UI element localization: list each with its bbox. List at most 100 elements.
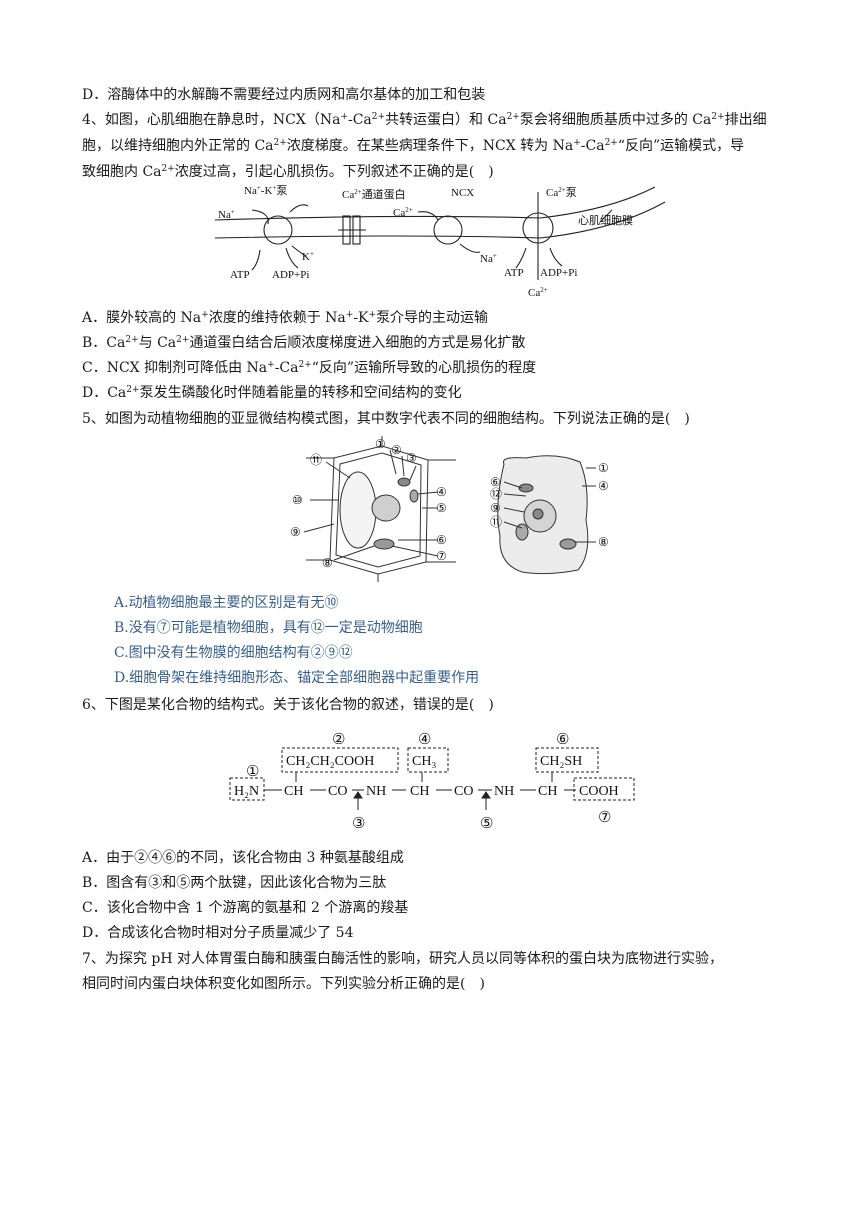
- text: 泵介导的主动运输: [376, 310, 489, 326]
- t: Na: [244, 185, 257, 197]
- r1-box: [281, 747, 399, 773]
- animal-er: [559, 538, 577, 550]
- sup: +: [201, 310, 209, 320]
- animal-label-11: ⑪: [490, 515, 502, 529]
- sup: 2+: [711, 112, 725, 122]
- sup: 2+: [604, 138, 618, 148]
- q5-option-d: D.细胞骨架在维持细胞形态、锚定全部细胞器中起重要作用: [114, 669, 479, 687]
- q5-option-c: C.图中没有生物膜的细胞结构有②⑨⑫: [114, 644, 353, 662]
- text: 5、如图为动植物细胞的亚显微结构模式图，其中数字代表不同的细胞结构。下列说法正确…: [82, 411, 690, 427]
- membrane-pointer: [599, 209, 613, 223]
- q4-stem-line2: 胞，以维持细胞内外正常的 Ca2+浓度梯度。在某些病理条件下，NCX 转为 Na…: [82, 137, 744, 155]
- t: 泵: [566, 186, 577, 199]
- label-adp-1: ADP+Pi: [272, 269, 309, 281]
- animal-label-12: ⑫: [490, 487, 502, 501]
- amide-1: NH: [366, 784, 386, 799]
- r-group-2: CH₃: [412, 754, 436, 769]
- t: 通道蛋白: [362, 187, 406, 201]
- arrowhead: [353, 791, 363, 799]
- animal-golgi: [515, 523, 529, 541]
- neighbor-walls: [306, 457, 456, 563]
- text: 浓度梯度。在某些病理条件下，NCX 转为 Na: [286, 138, 574, 154]
- leader: [503, 481, 523, 489]
- plant-label-4: ④: [436, 485, 447, 499]
- sup: +: [267, 360, 275, 370]
- t: 2+: [354, 188, 362, 196]
- label-n5: ⑤: [480, 816, 493, 832]
- text: 泵发生磷酸化时伴随着能量的转移和空间结构的变化: [139, 385, 462, 401]
- sup: 2+: [176, 335, 190, 345]
- text: B．图含有③和⑤两个肽键，因此该化合物为三肽: [82, 875, 387, 891]
- text: A.动植物细胞最主要的区别是有无⑩: [114, 595, 339, 611]
- amino-box: [229, 777, 265, 801]
- text: -Ca: [274, 360, 299, 376]
- sup: +: [368, 310, 377, 320]
- animal-cell: [497, 455, 596, 575]
- t: Na: [218, 209, 231, 221]
- label-n3: ③: [352, 816, 365, 832]
- sup: +: [573, 138, 581, 148]
- label-n7: ⑦: [598, 810, 611, 826]
- carboxyl-group: COOH: [579, 784, 619, 799]
- carbonyl-2: CO: [454, 784, 473, 799]
- plant-label-8: ⑧: [322, 556, 333, 570]
- t: Ca: [393, 207, 405, 219]
- plant-label-10: ⑩: [292, 493, 303, 507]
- plant-cell-membrane: [335, 452, 422, 568]
- text: 浓度的维持依赖于 Na: [208, 310, 346, 326]
- q7-stem-line2: 相同时间内蛋白块体积变化如图所示。下列实验分析正确的是( ): [82, 975, 485, 993]
- sup: 2+: [126, 385, 140, 395]
- r3-box: [535, 747, 599, 773]
- text: 致细胞内 Ca: [82, 164, 162, 180]
- q6-option-b: B．图含有③和⑤两个肽键，因此该化合物为三肽: [82, 874, 386, 892]
- q7-stem-line1: 7、为探究 pH 对人体胃蛋白酶和胰蛋白酶活性的影响，研究人员以同等体积的蛋白块…: [82, 950, 723, 968]
- k-arrow-in: [289, 204, 309, 213]
- label-n2: ②: [332, 732, 345, 748]
- carbonyl-1: CO: [328, 784, 347, 799]
- animal-label-1: ①: [598, 461, 609, 475]
- q6-stem: 6、下图是某化合物的结构式。关于该化合物的叙述，错误的是( ): [82, 696, 494, 714]
- text: 与 Ca: [138, 335, 177, 351]
- label-ca-pump: Ca2+泵: [546, 186, 577, 199]
- leader: [503, 493, 527, 497]
- adp-arrow: [285, 247, 299, 269]
- text: “反向”运输模式，导: [617, 138, 745, 154]
- q4-stem-line3: 致细胞内 Ca2+浓度过高，引起心肌损伤。下列叙述不正确的是( ): [82, 163, 494, 181]
- q6-option-d: D．合成该化合物时相对分子质量减少了 54: [82, 924, 354, 942]
- sup: 2+: [371, 112, 386, 122]
- label-na-ncx: Na+: [480, 252, 497, 265]
- label-atp-1: ATP: [230, 269, 250, 281]
- label-ca-ncx: Ca2+: [393, 206, 413, 219]
- leader: [389, 449, 397, 475]
- t: +: [257, 184, 261, 192]
- ncx-na-arrow: [459, 243, 481, 253]
- t: -K: [261, 185, 273, 197]
- leader: [401, 455, 405, 477]
- t: Ca: [546, 187, 558, 199]
- membrane-transport-diagram: Na+-K+泵 Na+ K+ ATP ADP+Pi Ca2+通道蛋白 NCX C…: [214, 184, 666, 299]
- text: -Ca: [347, 112, 372, 128]
- text: D．Ca: [82, 385, 127, 401]
- leader: [409, 465, 417, 481]
- leader: [325, 461, 351, 479]
- t: +: [493, 252, 497, 260]
- q4-option-b: B．Ca2+与 Ca2+通道蛋白结合后顺浓度梯度进入细胞的方式是易化扩散: [82, 334, 525, 352]
- leader: [391, 545, 439, 557]
- q4-option-c: C．NCX 抑制剂可降低由 Na+-Ca2+“反向”运输所导致的心肌损伤的程度: [82, 359, 536, 377]
- q5-stem: 5、如图为动植物细胞的亚显微结构模式图，其中数字代表不同的细胞结构。下列说法正确…: [82, 410, 690, 428]
- label-ca-channel: Ca2+通道蛋白: [342, 187, 406, 201]
- animal-label-8: ⑧: [598, 535, 609, 549]
- plant-label-7: ⑦: [436, 549, 447, 563]
- animal-label-6: ⑥: [490, 475, 501, 489]
- leader: [503, 521, 523, 529]
- q4-option-a: A．膜外较高的 Na+浓度的维持依赖于 Na+-K+泵介导的主动运输: [82, 309, 488, 327]
- q6-option-c: C．该化合物中含 1 个游离的氨基和 2 个游离的羧基: [82, 899, 408, 917]
- plant-golgi: [409, 489, 419, 503]
- alpha-carbon-2: CH: [410, 784, 429, 799]
- t: 泵: [276, 184, 287, 197]
- leader: [303, 523, 335, 533]
- amino-group: H₂N: [234, 784, 259, 799]
- label-na-k-pump: Na+-K+泵: [244, 184, 287, 197]
- animal-nucleolus: [532, 508, 544, 520]
- plant-label-1: ①: [375, 437, 386, 451]
